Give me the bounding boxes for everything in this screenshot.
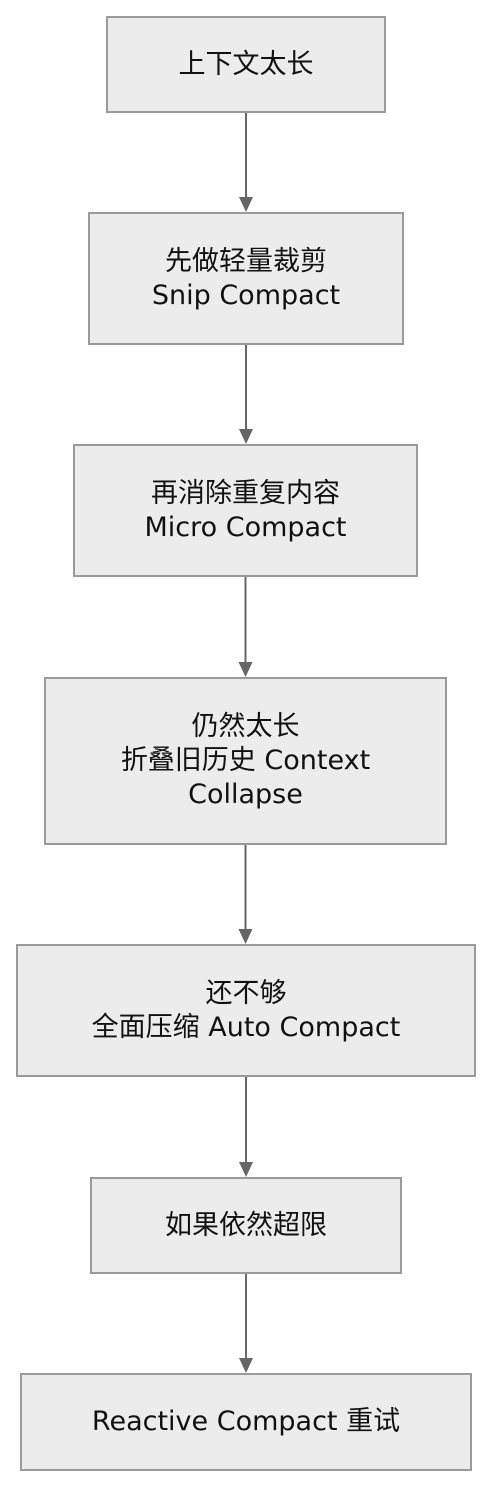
node-label-line: 再消除重复内容	[151, 477, 340, 509]
node-label-line: 全面压缩 Auto Compact	[91, 1011, 401, 1043]
node-context-too-long: 上下文太长	[106, 16, 386, 113]
arrowhead-icon	[239, 1358, 253, 1373]
node-label-line: Micro Compact	[144, 511, 347, 543]
arrowhead-icon	[239, 429, 253, 444]
node-label-line: 折叠旧历史 Context	[120, 745, 371, 776]
node-label-line: Reactive Compact 重试	[91, 1406, 401, 1437]
node-label-line: 如果依然超限	[165, 1209, 327, 1241]
node-still-over-limit: 如果依然超限	[90, 1177, 402, 1274]
arrowhead-icon	[238, 662, 253, 677]
arrowhead-icon	[239, 1162, 253, 1177]
node-snip-compact: 先做轻量裁剪 Snip Compact	[88, 212, 404, 345]
node-label-line: 先做轻量裁剪	[165, 245, 327, 277]
node-micro-compact: 再消除重复内容 Micro Compact	[73, 444, 418, 577]
node-context-collapse: 仍然太长 折叠旧历史 Context Collapse	[44, 677, 447, 845]
node-reactive-compact-retry: Reactive Compact 重试	[20, 1373, 472, 1471]
arrowhead-icon	[238, 929, 253, 944]
node-label-line: Collapse	[188, 779, 303, 810]
node-label-line: 仍然太长	[191, 711, 300, 742]
node-label-line: 上下文太长	[178, 48, 314, 80]
node-label-line: Snip Compact	[151, 279, 341, 311]
arrowhead-icon	[239, 197, 253, 212]
node-label-line: 还不够	[205, 977, 287, 1009]
node-auto-compact: 还不够 全面压缩 Auto Compact	[16, 944, 476, 1077]
